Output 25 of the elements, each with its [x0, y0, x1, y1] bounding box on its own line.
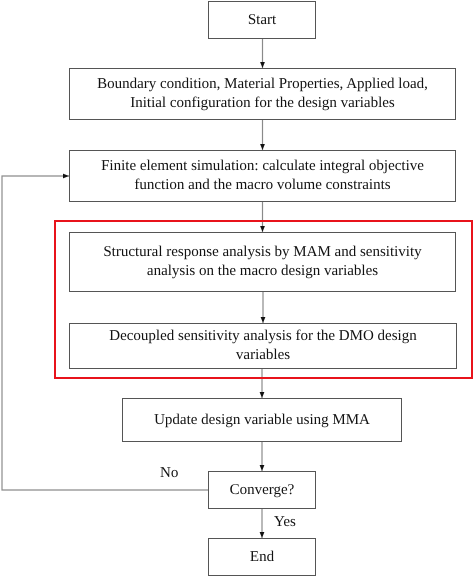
box-text: Decoupled sensitivity analysis for the DMO design variables	[108, 327, 418, 365]
arrow	[260, 292, 266, 323]
arrow	[1, 174, 208, 491]
process-box	[69, 68, 456, 120]
process-box	[122, 398, 402, 442]
process-box	[69, 232, 456, 292]
process-box	[208, 471, 316, 509]
group-frame	[54, 220, 473, 379]
process-box	[69, 323, 457, 369]
arrow	[260, 509, 264, 538]
box-text: Finite element simulation: calculate integral objective function and the macro volume constraints	[100, 157, 425, 195]
box-text: Update design variable using MMA	[154, 410, 370, 430]
process-box	[208, 1, 316, 39]
box-text: Boundary condition, Material Properties, Applied load, Initial configuration for the design variables	[96, 75, 429, 113]
process-box	[69, 150, 456, 202]
arrow	[260, 369, 264, 398]
process-box	[208, 538, 316, 576]
arrow	[260, 39, 265, 68]
box-text: Structural response analysis by MAM and sensitivity analysis on the macro design variables	[102, 243, 423, 281]
arrow	[260, 120, 265, 150]
box-text: Converge?	[230, 480, 294, 500]
box-text: End	[250, 548, 274, 566]
box-text: Start	[248, 10, 276, 30]
arrow	[260, 202, 265, 232]
arrow	[260, 442, 264, 471]
